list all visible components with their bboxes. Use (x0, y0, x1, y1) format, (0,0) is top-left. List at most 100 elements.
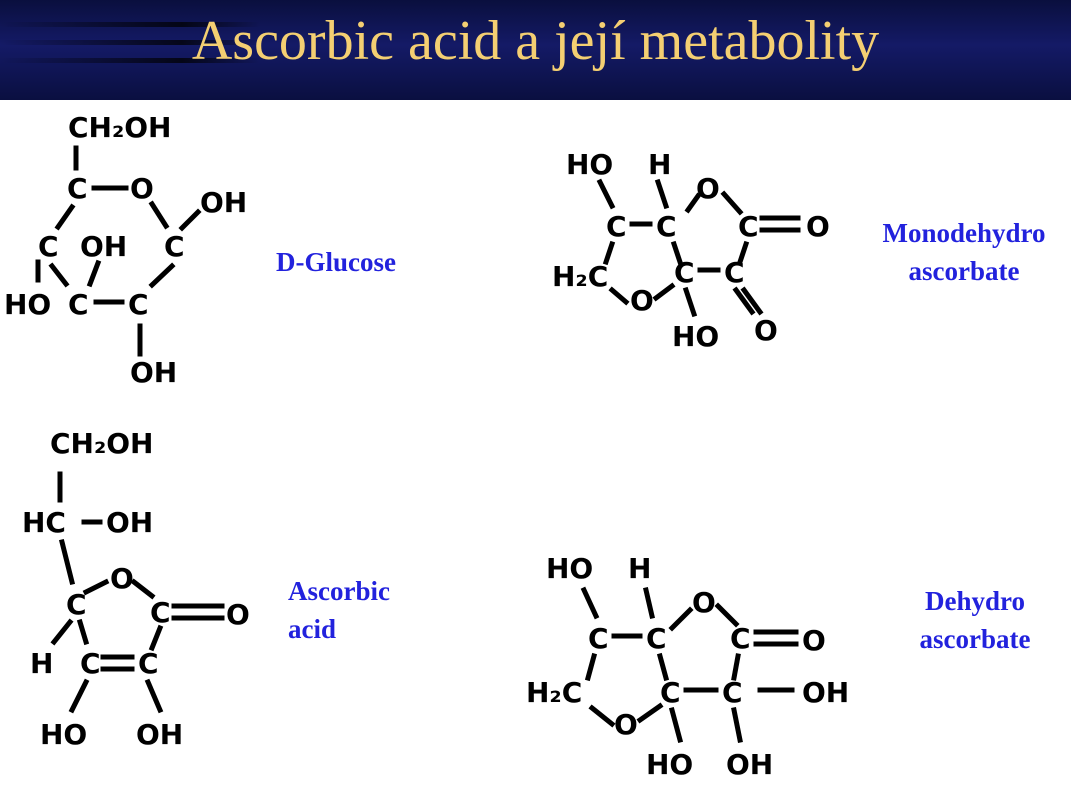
bond (668, 706, 684, 744)
ascorbic-c1: C (150, 596, 171, 629)
dehydro-c5: C (588, 622, 609, 655)
bond (54, 203, 76, 231)
label-d-glucose: D-Glucose (276, 247, 396, 277)
label-line: Ascorbic (288, 576, 390, 606)
bond (602, 240, 616, 266)
ascorbic-carbonyl-oxygen: O (226, 598, 250, 631)
header-streak (0, 58, 260, 63)
mono-carbonyl-oxygen-2: O (754, 314, 778, 347)
label-ascorbic-acid: Ascorbic acid (288, 572, 390, 648)
dehydro-h2c: H₂C (526, 676, 582, 709)
label-dehydro-ascorbate: Dehydro ascorbate (902, 582, 1048, 658)
glucose-c3: C (68, 288, 89, 321)
bond (656, 652, 670, 682)
bond (584, 652, 598, 682)
bond (652, 282, 676, 302)
bond (148, 262, 176, 289)
mono-c5: C (606, 210, 627, 243)
ascorbic-oh-c5: OH (106, 506, 153, 539)
dehydro-h: H (628, 552, 651, 585)
mono-carbonyl-oxygen: O (806, 210, 830, 243)
mono-ring-oxygen-2: O (630, 284, 654, 317)
bond (50, 618, 74, 646)
header-streak (0, 22, 260, 27)
ascorbic-hc: HC (22, 506, 66, 539)
glucose-ring-oxygen: O (130, 172, 154, 205)
bond (643, 587, 655, 619)
bond (148, 624, 164, 652)
glucose-ch2oh: CH₂OH (68, 111, 171, 144)
glucose-c5: C (67, 172, 88, 205)
bond (130, 578, 156, 600)
bond (731, 653, 741, 681)
mono-c3: C (674, 256, 695, 289)
ascorbic-h: H (30, 647, 53, 680)
bond (608, 286, 630, 306)
dehydro-c3: C (660, 676, 681, 709)
ascorbic-c3: C (80, 647, 101, 680)
bond (76, 618, 90, 646)
header-streak (0, 40, 260, 45)
bond (48, 262, 70, 288)
bond (580, 586, 600, 620)
bond (636, 702, 664, 724)
glucose-c1: C (164, 230, 185, 263)
bond (720, 190, 744, 216)
glucose-c2: C (128, 288, 149, 321)
structure-ascorbic-acid: CH₂OH HC OH C O C O H C C HO OH (22, 427, 250, 751)
bond (596, 178, 616, 210)
mono-ring-oxygen: O (696, 172, 720, 205)
dehydro-ho-c3: HO (646, 748, 693, 781)
mono-c1: C (738, 210, 759, 243)
dehydro-carbonyl-oxygen: O (802, 624, 826, 657)
bond (82, 578, 110, 596)
bond (668, 606, 694, 632)
bond (148, 200, 170, 230)
mono-c2: C (724, 256, 745, 289)
structure-dehydro-ascorbate: HO H O C C C O H₂C C C OH O HO OH (526, 552, 849, 781)
glucose-oh-c2: OH (130, 356, 177, 389)
label-line: ascorbate (908, 256, 1020, 286)
dehydro-ring-oxygen: O (692, 586, 716, 619)
mono-c4: C (656, 210, 677, 243)
bond (670, 240, 684, 266)
dehydro-oh-c2-lower: OH (726, 748, 773, 781)
dehydro-c2: C (722, 676, 743, 709)
dehydro-c4: C (646, 622, 667, 655)
dehydro-ho: HO (546, 552, 593, 585)
label-line: Monodehydro (882, 218, 1046, 248)
dehydro-c1: C (730, 622, 751, 655)
bond (58, 538, 76, 586)
bond (178, 208, 202, 232)
label-monodehydro-ascorbate: Monodehydro ascorbate (862, 214, 1066, 290)
bond (144, 678, 164, 714)
bond (740, 286, 764, 316)
bond (684, 192, 702, 214)
glucose-ho-c4: HO (4, 288, 51, 321)
bond (68, 678, 90, 714)
bond (731, 707, 743, 743)
bond (588, 704, 616, 728)
glucose-oh-c1: OH (200, 186, 247, 219)
ascorbic-ring-oxygen: O (110, 562, 134, 595)
ascorbic-c4: C (66, 588, 87, 621)
bond (732, 286, 756, 316)
slide-title: Ascorbic acid a její metabolity (191, 10, 880, 72)
mono-h2c: H₂C (552, 260, 608, 293)
label-line: ascorbate (919, 624, 1031, 654)
ascorbic-c2: C (138, 647, 159, 680)
mono-ho-c3: HO (672, 320, 719, 353)
dehydro-ring-oxygen-2: O (614, 708, 638, 741)
ascorbic-ch2oh: CH₂OH (50, 427, 153, 460)
mono-ho: HO (566, 148, 613, 181)
glucose-oh-c3: OH (80, 230, 127, 263)
structure-monodehydro-ascorbate: HO H O C C C O H₂C C C O O HO (552, 148, 830, 353)
bond (736, 240, 750, 266)
ascorbic-oh-c2: OH (136, 718, 183, 751)
glucose-c4: C (38, 230, 59, 263)
mono-h: H (648, 148, 671, 181)
label-line: acid (288, 614, 337, 644)
structure-glucose: CH₂OH C O OH C C OH HO C C OH (4, 111, 247, 389)
dehydro-oh-c2: OH (802, 676, 849, 709)
